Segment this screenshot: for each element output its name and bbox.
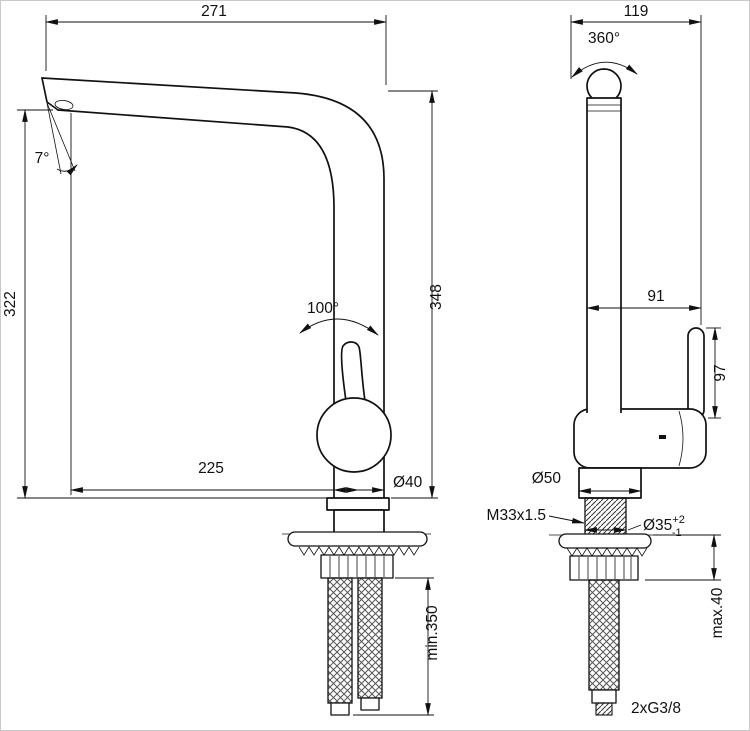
- lever-angle-label: 100°: [307, 300, 339, 317]
- dim-d50-label: Ø50: [532, 470, 562, 487]
- lever-handle-front: [687, 327, 705, 419]
- dim-min350-label: min.350: [424, 605, 441, 661]
- supply-hose-front: [588, 579, 620, 691]
- mounting-flange-right: [558, 533, 652, 549]
- hose-end-nipple: [595, 702, 613, 716]
- spout-angle-label: 7°: [35, 150, 50, 167]
- aerator: [54, 99, 74, 111]
- angle-7-line-1: [46, 102, 76, 172]
- mounting-nut-ribs-left: [329, 556, 385, 577]
- hose-fitting-right: [360, 697, 380, 711]
- angle-7-line-2: [46, 102, 62, 175]
- handle-joint-seam: [678, 410, 684, 467]
- swivel-arc: [571, 61, 638, 78]
- mixer-body: [573, 408, 707, 469]
- lever-handle-side: [340, 341, 366, 402]
- dim-d40-label: Ø40: [393, 474, 423, 491]
- dim-max40-label: max.40: [709, 587, 726, 638]
- dim-348-label: 348: [428, 284, 445, 310]
- lever-arc: [299, 318, 379, 336]
- swivel-angle-label: 360°: [588, 30, 620, 47]
- d35-tol-lower: -1: [672, 527, 682, 539]
- spout-outer-edge: [41, 77, 385, 499]
- dim-322-label: 322: [2, 291, 19, 317]
- angle-7-arc: [56, 164, 78, 176]
- mounting-flange-left: [287, 531, 428, 547]
- d35-value: Ø35: [643, 517, 672, 534]
- escutcheon: [578, 467, 642, 499]
- d35-tol-upper: +2: [672, 514, 685, 526]
- right-view: [549, 68, 707, 716]
- d35-leader: [627, 524, 642, 531]
- thread-leader: [548, 515, 586, 524]
- riser-column: [586, 97, 622, 413]
- mounting-nut-ribs-right: [578, 557, 632, 579]
- dim-119-label: 119: [624, 3, 649, 20]
- seal-zigzag-right: [566, 547, 648, 557]
- spout-tip: [41, 77, 59, 111]
- supply-hose-right: [357, 577, 383, 699]
- dim-271-label: 271: [201, 3, 227, 20]
- dim-225-label: 225: [198, 460, 224, 477]
- thread-spec-label: M33x1.5: [487, 507, 546, 524]
- dim-97-label: 97: [712, 364, 729, 381]
- handle-ball: [316, 397, 392, 473]
- dim-91-label: 91: [647, 288, 664, 305]
- mounting-nut-right: [569, 555, 639, 581]
- indicator-dot: [659, 435, 666, 439]
- hose-end-nut: [591, 689, 617, 704]
- seal-zigzag-left: [298, 546, 420, 556]
- left-view: [41, 77, 431, 716]
- dimensions: 271 119 360° 7° 322 100° 348 225: [2, 3, 729, 717]
- hose-fitting-left: [330, 702, 350, 716]
- spout-inner-edge: [57, 109, 335, 499]
- hole-diameter-label: Ø35+2-1: [643, 514, 685, 539]
- base-shank: [333, 509, 385, 535]
- supply-hose-left: [327, 577, 353, 704]
- base-collar: [326, 497, 390, 511]
- connection-spec-label: 2xG3/8: [631, 700, 681, 717]
